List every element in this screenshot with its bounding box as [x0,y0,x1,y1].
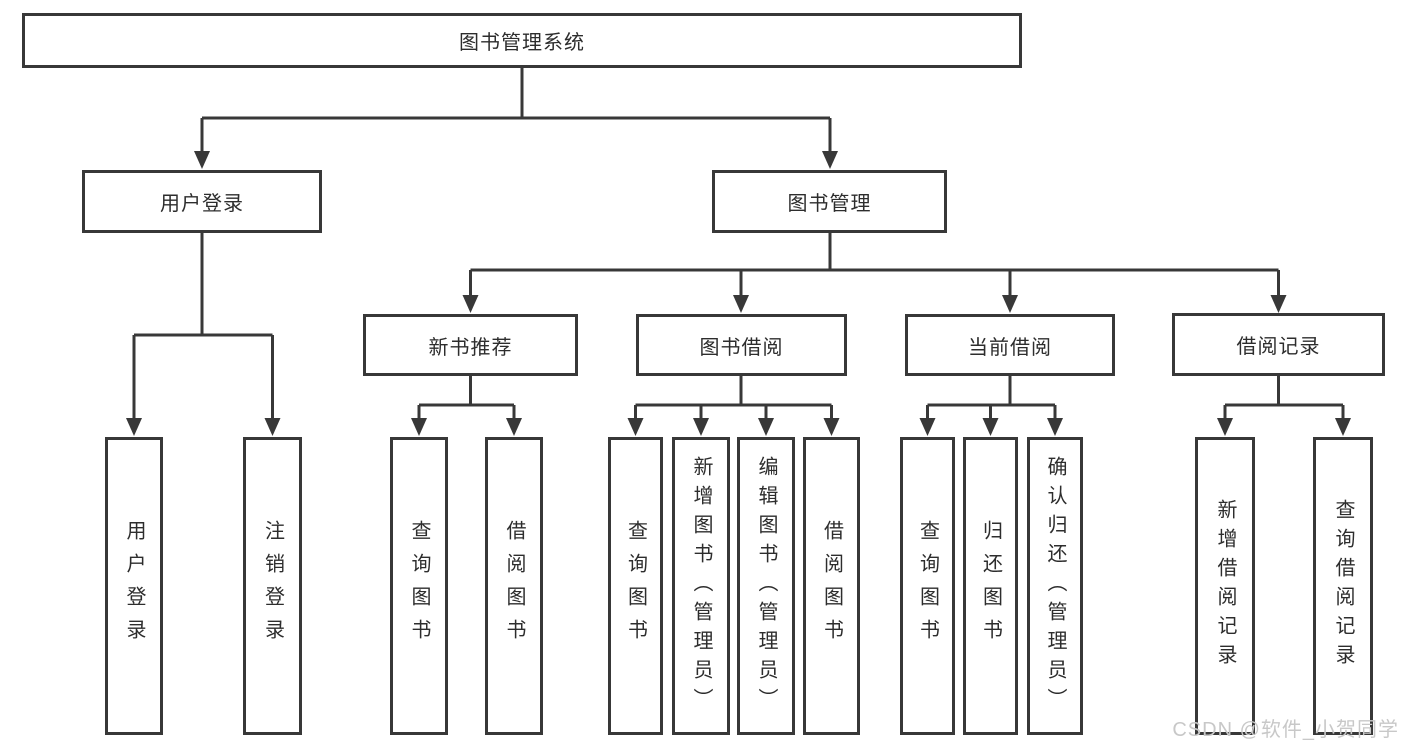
node-current-borrowing-label: 当前借阅 [968,336,1052,359]
leaf-logout-label: 注销登录 [261,520,284,652]
leaf-confirm-return-admin-label: 确认归还（管理员） [1044,455,1066,717]
leaf-borrow-books-recommend: 借阅图书 [485,437,543,735]
leaf-query-books-borrowing-label: 查询图书 [624,520,647,652]
node-root: 图书管理系统 [22,13,1022,68]
node-user-login: 用户登录 [82,170,322,233]
leaf-query-books-current-label: 查询图书 [916,520,939,652]
leaf-borrow-books-label: 借阅图书 [820,520,843,652]
node-user-login-label: 用户登录 [160,193,244,215]
leaf-borrow-books: 借阅图书 [803,437,860,735]
leaf-borrow-books-recommend-label: 借阅图书 [503,520,525,652]
leaf-query-books-borrowing: 查询图书 [608,437,663,735]
node-book-management: 图书管理 [712,170,947,233]
node-book-borrowing-label: 图书借阅 [699,336,784,359]
leaf-user-login: 用户登录 [105,437,163,735]
leaf-add-borrow-record-label: 新增借阅记录 [1214,499,1236,673]
leaf-return-books: 归还图书 [963,437,1018,735]
leaf-add-books-admin: 新增图书（管理员） [672,437,730,735]
csdn-watermark: CSDN @软件_小贺同学 [1172,719,1399,741]
leaf-query-borrow-record-label: 查询借阅记录 [1332,499,1354,673]
leaf-confirm-return-admin: 确认归还（管理员） [1027,437,1083,735]
node-borrowing-records-label: 借阅记录 [1236,336,1321,358]
node-root-label: 图书管理系统 [459,32,585,54]
leaf-edit-books-admin-label: 编辑图书（管理员） [755,455,777,717]
node-new-book-recommend: 新书推荐 [363,314,578,376]
node-book-management-label: 图书管理 [787,193,872,215]
leaf-query-books-recommend-label: 查询图书 [408,520,430,652]
leaf-query-books-current: 查询图书 [900,437,955,735]
leaf-add-books-admin-label: 新增图书（管理员） [690,455,712,717]
node-book-borrowing: 图书借阅 [636,314,847,376]
leaf-add-borrow-record: 新增借阅记录 [1195,437,1255,735]
leaf-query-borrow-record: 查询借阅记录 [1313,437,1373,735]
leaf-query-books-recommend: 查询图书 [390,437,448,735]
node-current-borrowing: 当前借阅 [905,314,1115,376]
node-new-book-recommend-label: 新书推荐 [428,336,513,359]
leaf-edit-books-admin: 编辑图书（管理员） [737,437,795,735]
leaf-return-books-label: 归还图书 [979,520,1002,652]
leaf-logout: 注销登录 [243,437,302,735]
leaf-user-login-label: 用户登录 [123,520,145,652]
node-borrowing-records: 借阅记录 [1172,313,1385,376]
